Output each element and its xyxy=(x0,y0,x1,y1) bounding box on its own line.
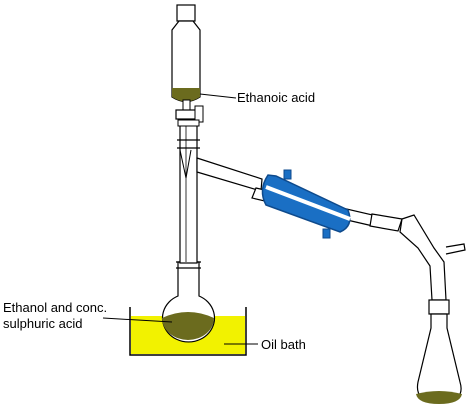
reactant-mixture xyxy=(162,312,214,340)
label-reactants-line1: Ethanol and conc. xyxy=(3,300,108,315)
label-reactants-line2: sulphuric acid xyxy=(3,316,83,331)
ester-distillate xyxy=(416,391,462,404)
label-ethanoic-acid: Ethanoic acid xyxy=(237,90,316,105)
water-inlet xyxy=(322,228,331,239)
leader-reactants xyxy=(102,317,173,323)
condenser xyxy=(251,169,378,239)
ethanoic-acid-liquid xyxy=(172,88,200,102)
funnel-stopper xyxy=(176,4,196,22)
water-outlet xyxy=(283,169,292,180)
oil-bath-vessel xyxy=(129,307,247,356)
still-head-column xyxy=(177,124,200,264)
receiver-adapter xyxy=(369,213,466,301)
side-arm xyxy=(196,157,263,192)
leader-ethanoic-acid xyxy=(199,93,237,99)
funnel-stopcock xyxy=(175,109,198,120)
round-bottom-flask xyxy=(161,261,216,343)
receiving-flask xyxy=(416,299,462,404)
dropping-funnel xyxy=(171,4,204,127)
label-oil-bath: Oil bath xyxy=(261,337,306,352)
